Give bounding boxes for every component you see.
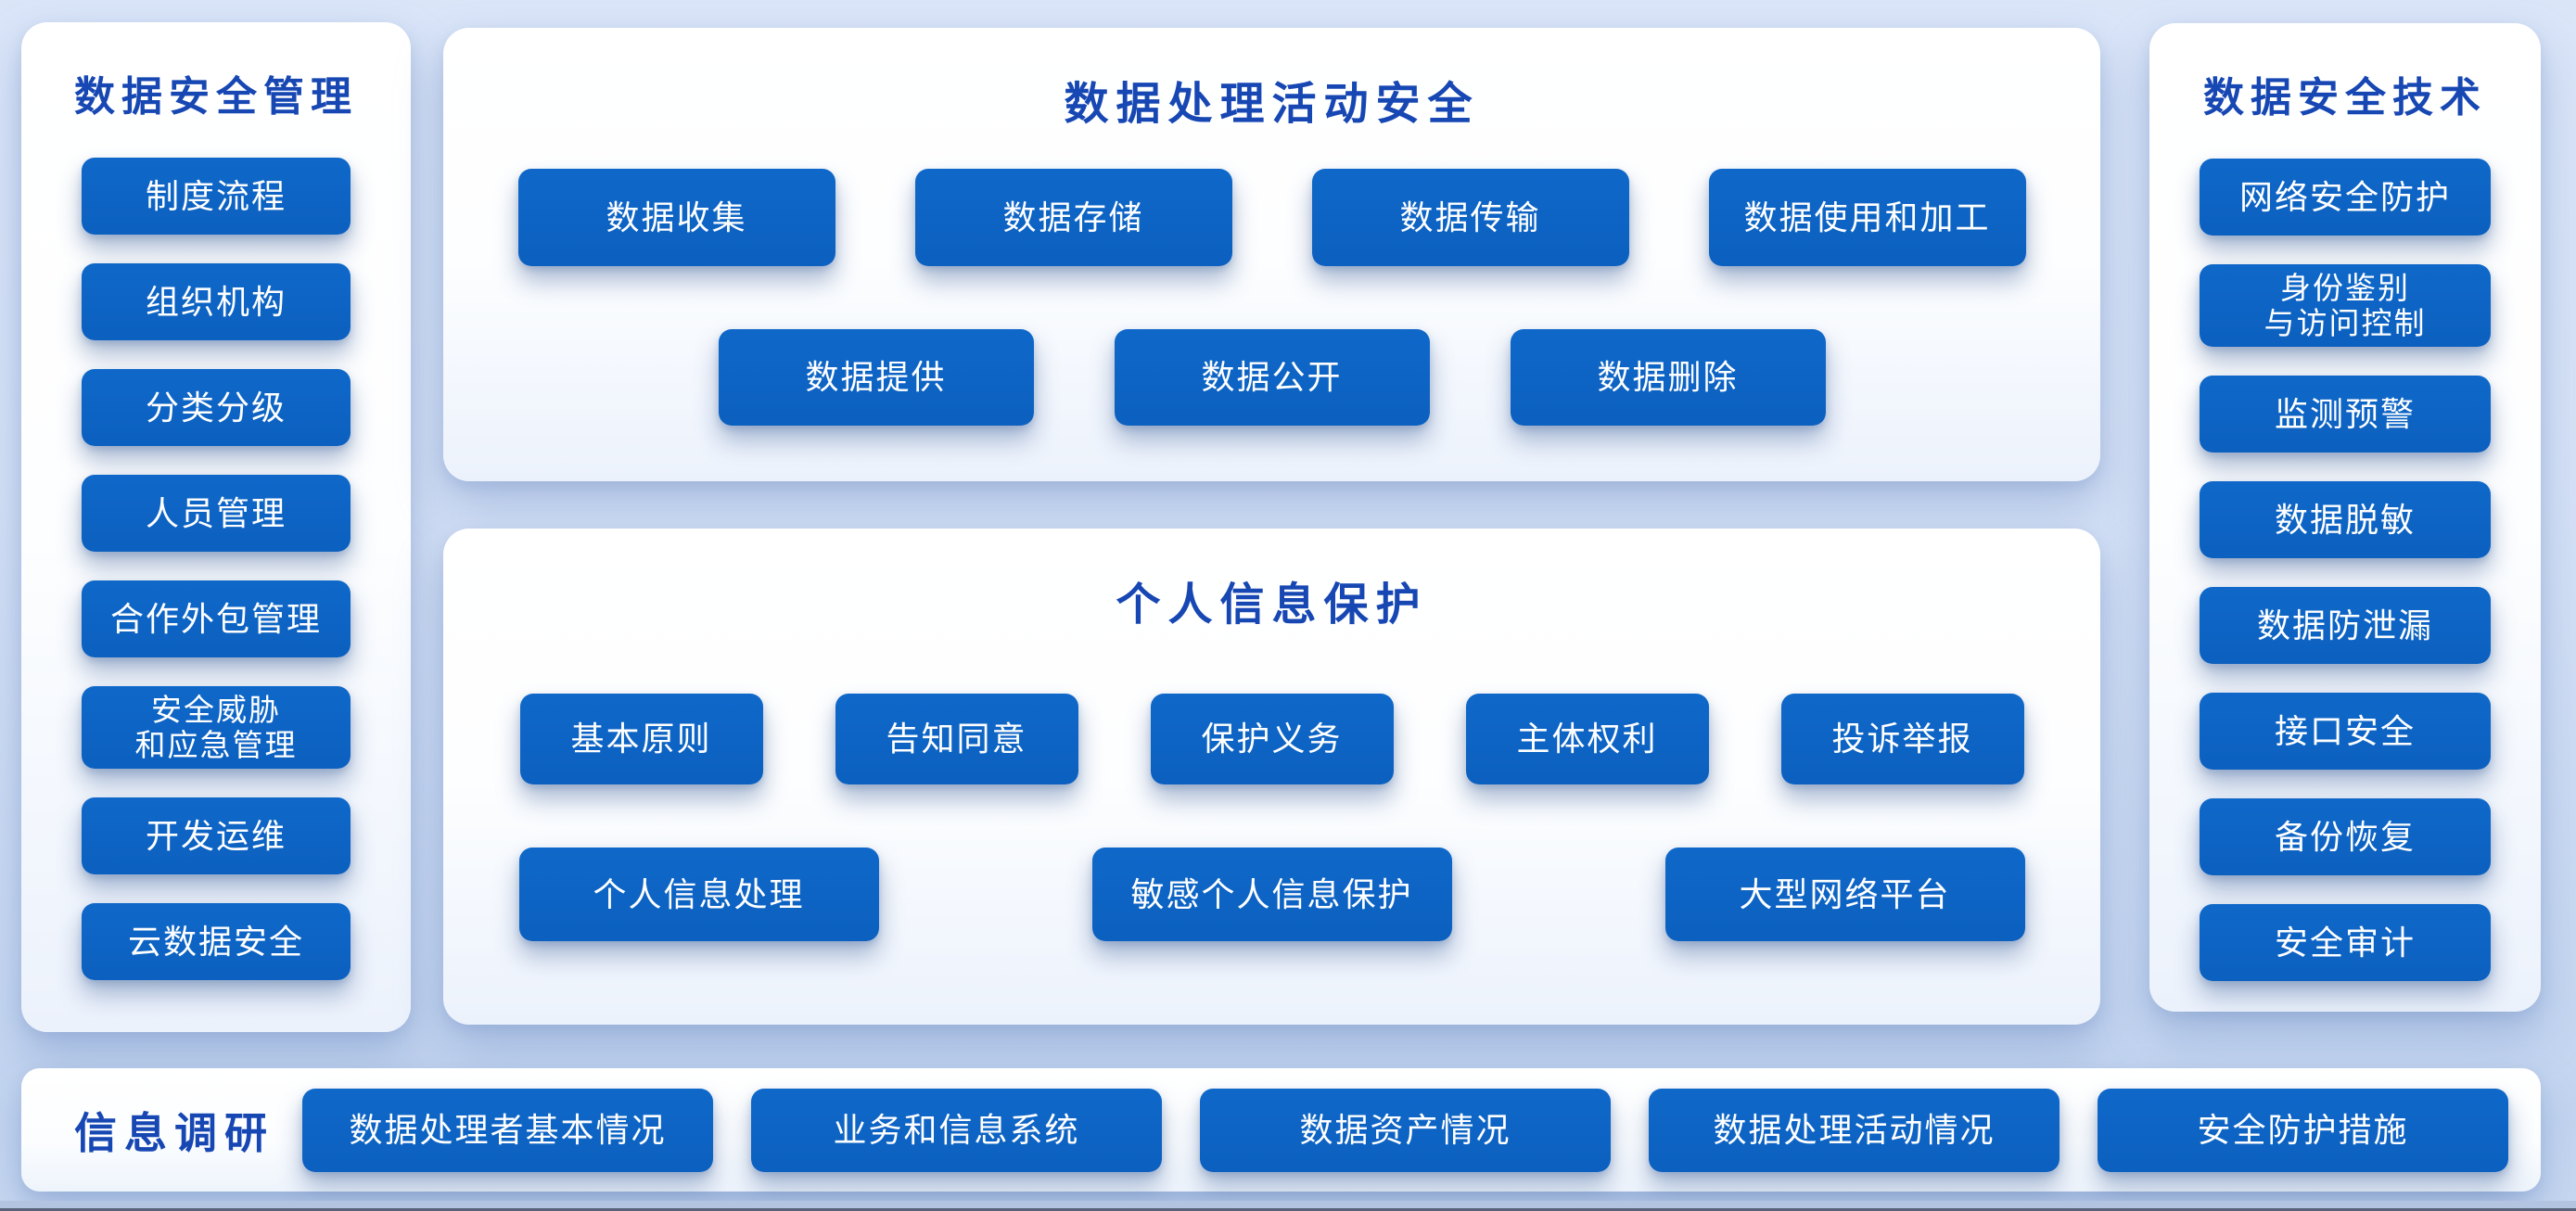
technology-item-7[interactable]: 安全审计: [2200, 904, 2491, 981]
technology-item-6[interactable]: 备份恢复: [2200, 798, 2491, 875]
processing-item-row2-1[interactable]: 数据公开: [1114, 329, 1430, 426]
survey-item-0[interactable]: 数据处理者基本情况: [302, 1088, 713, 1172]
personal-item-row1-3[interactable]: 主体权利: [1465, 694, 1709, 784]
personal-item-row1-1[interactable]: 告知同意: [835, 694, 1078, 784]
management-item-7[interactable]: 云数据安全: [82, 903, 351, 980]
survey-item-1[interactable]: 业务和信息系统: [751, 1088, 1162, 1172]
personal-row-1: 基本原则告知同意保护义务主体权利投诉举报: [443, 694, 2100, 784]
processing-item-row1-1[interactable]: 数据存储: [914, 169, 1232, 266]
survey-items: 数据处理者基本情况业务和信息系统数据资产情况数据处理活动情况安全防护措施: [302, 1088, 2508, 1172]
panel-title-personal-information-protection: 个人信息保护: [1116, 580, 1428, 630]
personal-item-row1-2[interactable]: 保护义务: [1150, 694, 1394, 784]
processing-row-2: 数据提供数据公开数据删除: [443, 329, 2100, 426]
panel-data-processing-activity-security: 数据处理活动安全 数据收集数据存储数据传输数据使用和加工 数据提供数据公开数据删…: [443, 28, 2100, 481]
processing-item-row1-0[interactable]: 数据收集: [517, 169, 835, 266]
technology-items: 网络安全防护身份鉴别 与访问控制监测预警数据脱敏数据防泄漏接口安全备份恢复安全审…: [2149, 159, 2541, 981]
technology-item-5[interactable]: 接口安全: [2200, 693, 2491, 770]
panel-personal-information-protection: 个人信息保护 基本原则告知同意保护义务主体权利投诉举报 个人信息处理 敏感个人信息…: [443, 529, 2100, 1025]
survey-item-3[interactable]: 数据处理活动情况: [1649, 1088, 2060, 1172]
technology-item-2[interactable]: 监测预警: [2200, 376, 2491, 453]
processing-item-row1-2[interactable]: 数据传输: [1311, 169, 1629, 266]
processing-item-row2-0[interactable]: 数据提供: [718, 329, 1034, 426]
management-item-4[interactable]: 合作外包管理: [82, 580, 351, 657]
bottom-edge-strip: [0, 1201, 2576, 1208]
personal-item-row2-2[interactable]: 大型网络平台: [1664, 848, 2025, 941]
panel-data-security-technology: 数据安全技术 网络安全防护身份鉴别 与访问控制监测预警数据脱敏数据防泄漏接口安全…: [2149, 23, 2541, 1012]
management-item-3[interactable]: 人员管理: [82, 475, 351, 552]
panel-title-data-processing-activity-security: 数据处理活动安全: [1064, 80, 1480, 129]
processing-item-row2-2[interactable]: 数据删除: [1510, 329, 1826, 426]
processing-item-row1-3[interactable]: 数据使用和加工: [1708, 169, 2026, 266]
information-survey-label: 信息调研: [74, 1108, 274, 1157]
management-item-2[interactable]: 分类分级: [82, 369, 351, 446]
panel-title-data-security-management: 数据安全管理: [74, 74, 358, 120]
panel-data-security-management: 数据安全管理 制度流程组织机构分类分级人员管理合作外包管理安全威胁 和应急管理开…: [21, 22, 411, 1032]
survey-item-2[interactable]: 数据资产情况: [1200, 1088, 1611, 1172]
management-item-1[interactable]: 组织机构: [82, 263, 351, 340]
survey-item-4[interactable]: 安全防护措施: [2098, 1088, 2508, 1172]
personal-item-row2-0[interactable]: 个人信息处理: [518, 848, 879, 941]
technology-item-3[interactable]: 数据脱敏: [2200, 481, 2491, 558]
panel-title-data-security-technology: 数据安全技术: [2203, 75, 2487, 121]
personal-item-row1-4[interactable]: 投诉举报: [1780, 694, 2024, 784]
management-items: 制度流程组织机构分类分级人员管理合作外包管理安全威胁 和应急管理开发运维云数据安…: [21, 158, 411, 980]
management-item-5[interactable]: 安全威胁 和应急管理: [82, 686, 351, 769]
technology-item-0[interactable]: 网络安全防护: [2200, 159, 2491, 236]
panel-information-survey: 信息调研 数据处理者基本情况业务和信息系统数据资产情况数据处理活动情况安全防护措…: [21, 1068, 2541, 1192]
management-item-0[interactable]: 制度流程: [82, 158, 351, 235]
technology-item-4[interactable]: 数据防泄漏: [2200, 587, 2491, 664]
personal-item-row2-1[interactable]: 敏感个人信息保护: [1091, 848, 1452, 941]
technology-item-1[interactable]: 身份鉴别 与访问控制: [2200, 264, 2491, 347]
management-item-6[interactable]: 开发运维: [82, 797, 351, 874]
processing-row-1: 数据收集数据存储数据传输数据使用和加工: [443, 169, 2100, 266]
bottom-edge-line: [0, 1208, 2576, 1211]
personal-item-row1-0[interactable]: 基本原则: [519, 694, 763, 784]
personal-row-2: 个人信息处理 敏感个人信息保护 大型网络平台: [443, 848, 2100, 941]
